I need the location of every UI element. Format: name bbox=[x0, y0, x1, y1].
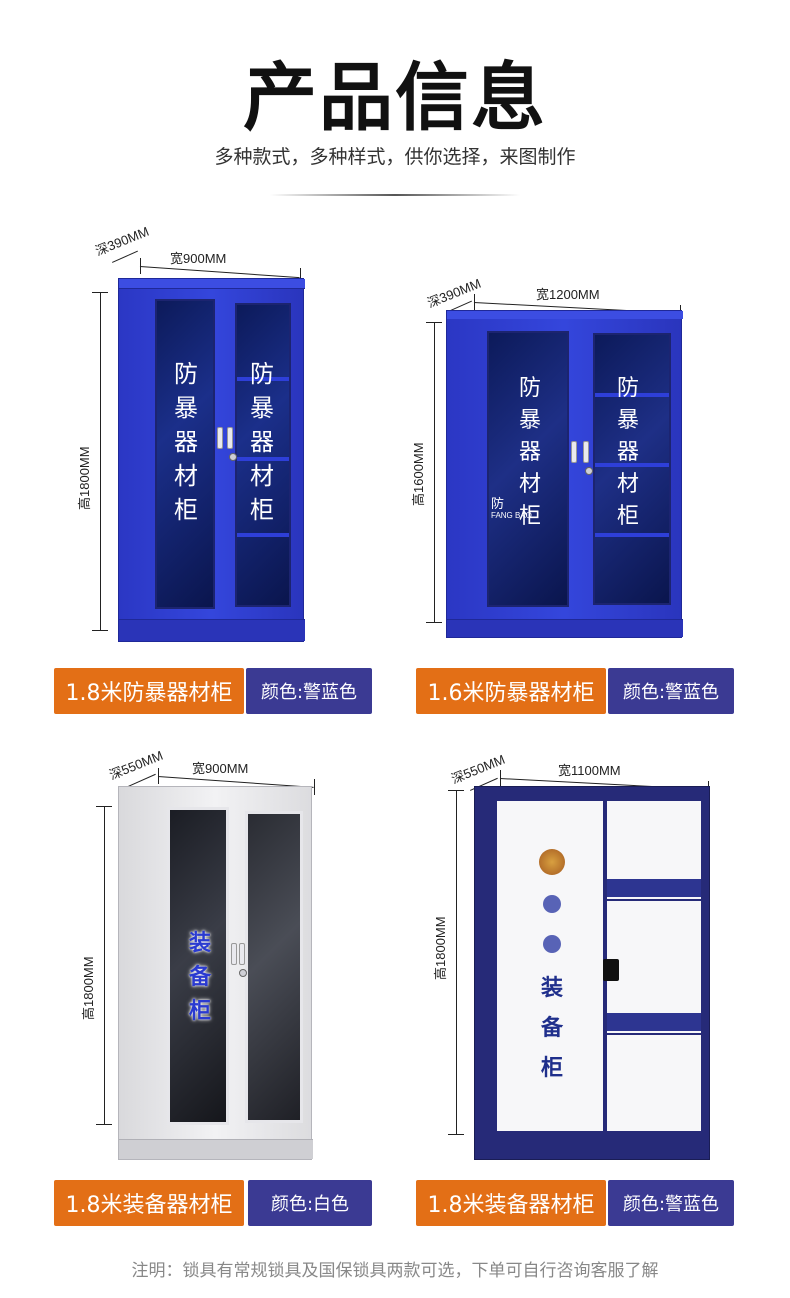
height-line bbox=[434, 322, 435, 622]
depth-label: 深390MM bbox=[93, 223, 151, 259]
product-name-tag: 1.8米装备器材柜 bbox=[54, 1180, 244, 1226]
depth-label: 深550MM bbox=[107, 747, 165, 783]
height-tick bbox=[92, 630, 108, 631]
product-color-tag: 颜色:警蓝色 bbox=[608, 1180, 734, 1226]
height-label: 高1800MM bbox=[77, 446, 92, 510]
door-text-right: 防暴器材柜 bbox=[616, 376, 639, 529]
width-label: 宽1100MM bbox=[558, 763, 621, 778]
depth-label: 深550MM bbox=[449, 751, 507, 787]
door-text-left: 防暴器材柜 bbox=[174, 360, 198, 524]
page-title: 产品信息 bbox=[243, 55, 547, 141]
height-tick bbox=[426, 622, 442, 623]
width-tick bbox=[140, 258, 141, 274]
width-label: 宽900MM bbox=[170, 251, 227, 266]
width-label: 宽900MM bbox=[192, 761, 249, 776]
product-color-tag: 颜色:警蓝色 bbox=[246, 668, 372, 714]
width-label: 宽1200MM bbox=[536, 287, 600, 302]
footnote: 注明：锁具有常规锁具及国保锁具两款可选，下单可自行咨询客服了解 bbox=[131, 1261, 659, 1281]
height-line bbox=[104, 806, 105, 1124]
height-label: 高1600MM bbox=[411, 442, 426, 506]
height-tick bbox=[96, 1124, 112, 1125]
height-label: 高1800MM bbox=[81, 956, 96, 1020]
product-name-tag: 1.8米防暴器材柜 bbox=[54, 668, 244, 714]
inner-badge-sub: FANG BAO bbox=[491, 511, 532, 520]
width-tick bbox=[500, 770, 501, 786]
width-tick bbox=[314, 779, 315, 795]
inner-badge: 防 bbox=[491, 497, 505, 512]
door-text-right: 防暴器材柜 bbox=[250, 360, 274, 524]
cabinet-image: 防暴器材柜 防暴器材柜 bbox=[118, 278, 305, 642]
height-line bbox=[100, 292, 101, 630]
product-name-tag: 1.8米装备器材柜 bbox=[416, 1180, 606, 1226]
height-tick bbox=[448, 790, 464, 791]
cabinet-image: 装备柜 bbox=[474, 786, 710, 1160]
width-tick bbox=[158, 768, 159, 784]
cabinet-image: 防暴器材柜 防暴器材柜 防 FANG BAO bbox=[446, 310, 683, 638]
header-divider bbox=[270, 194, 520, 196]
height-tick bbox=[448, 1134, 464, 1135]
width-tick bbox=[474, 294, 475, 310]
product-color-tag: 颜色:警蓝色 bbox=[608, 668, 734, 714]
product-color-tag: 颜色:白色 bbox=[248, 1180, 372, 1226]
width-tick bbox=[300, 268, 301, 284]
height-tick bbox=[92, 292, 108, 293]
height-line bbox=[456, 790, 457, 1134]
door-text: 装备柜 bbox=[188, 931, 211, 1024]
cabinet-image: 装备柜 bbox=[118, 786, 313, 1160]
width-line bbox=[139, 266, 300, 279]
height-tick bbox=[96, 806, 112, 807]
page-subtitle: 多种款式，多种样式，供你选择，来图制作 bbox=[214, 146, 576, 168]
product-name-tag: 1.6米防暴器材柜 bbox=[416, 668, 606, 714]
height-label: 高1800MM bbox=[433, 916, 448, 980]
door-text-left: 防暴器材柜 bbox=[518, 376, 541, 529]
door-text: 装备柜 bbox=[540, 976, 563, 1081]
height-tick bbox=[426, 322, 442, 323]
